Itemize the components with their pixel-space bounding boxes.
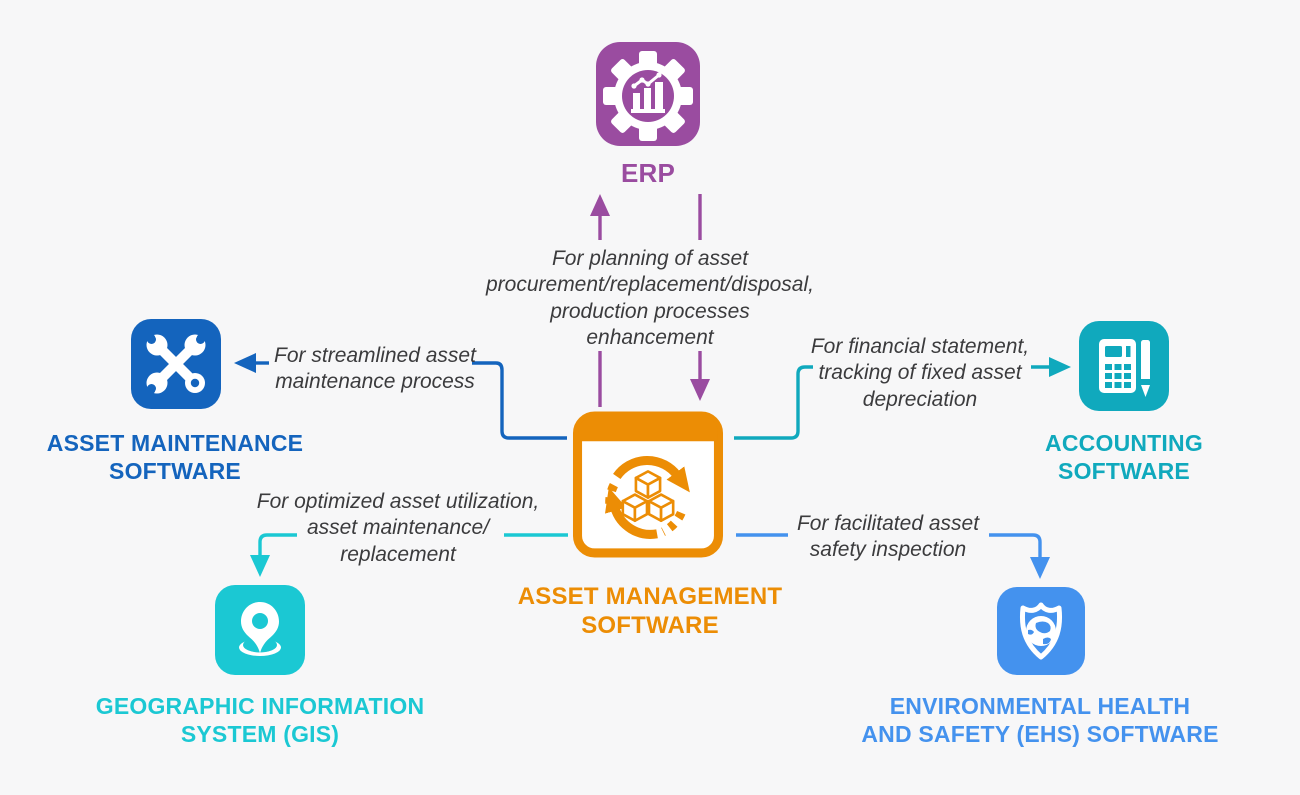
node-label-asset-management: ASSET MANAGEMENT SOFTWARE [517, 583, 783, 640]
node-label-erp: ERP [620, 158, 676, 188]
node-accounting [1079, 321, 1169, 411]
node-label-gis: GEOGRAPHIC INFORMATION SYSTEM (GIS) [95, 693, 425, 748]
node-asset-maintenance [131, 319, 221, 409]
connection-description-ehs: For facilitated asset safety inspection [796, 512, 980, 562]
calculator-pen-icon [1079, 321, 1169, 411]
crossed-wrenches-icon [131, 319, 221, 409]
node-ehs [997, 587, 1085, 675]
connection-description-asset-maintenance: For streamlined asset maintenance proces… [274, 344, 476, 394]
shield-globe-icon [997, 587, 1085, 675]
node-label-ehs: ENVIRONMENTAL HEALTH AND SAFETY (EHS) SO… [861, 693, 1219, 748]
node-label-asset-maintenance: ASSET MAINTENANCE SOFTWARE [46, 430, 304, 485]
node-label-accounting: ACCOUNTING SOFTWARE [1045, 430, 1203, 485]
gear-chart-icon [596, 42, 700, 146]
node-asset-management [572, 411, 724, 558]
connection-description-erp: For planning of asset procurement/replac… [485, 247, 814, 350]
map-pin-icon [215, 585, 305, 675]
connection-description-accounting: For financial statement, tracking of fix… [810, 335, 1030, 411]
node-erp [596, 42, 700, 146]
connection-description-gis: For optimized asset utilization, asset m… [256, 490, 540, 566]
window-cubes-sync-icon [572, 411, 724, 558]
node-gis [215, 585, 305, 675]
